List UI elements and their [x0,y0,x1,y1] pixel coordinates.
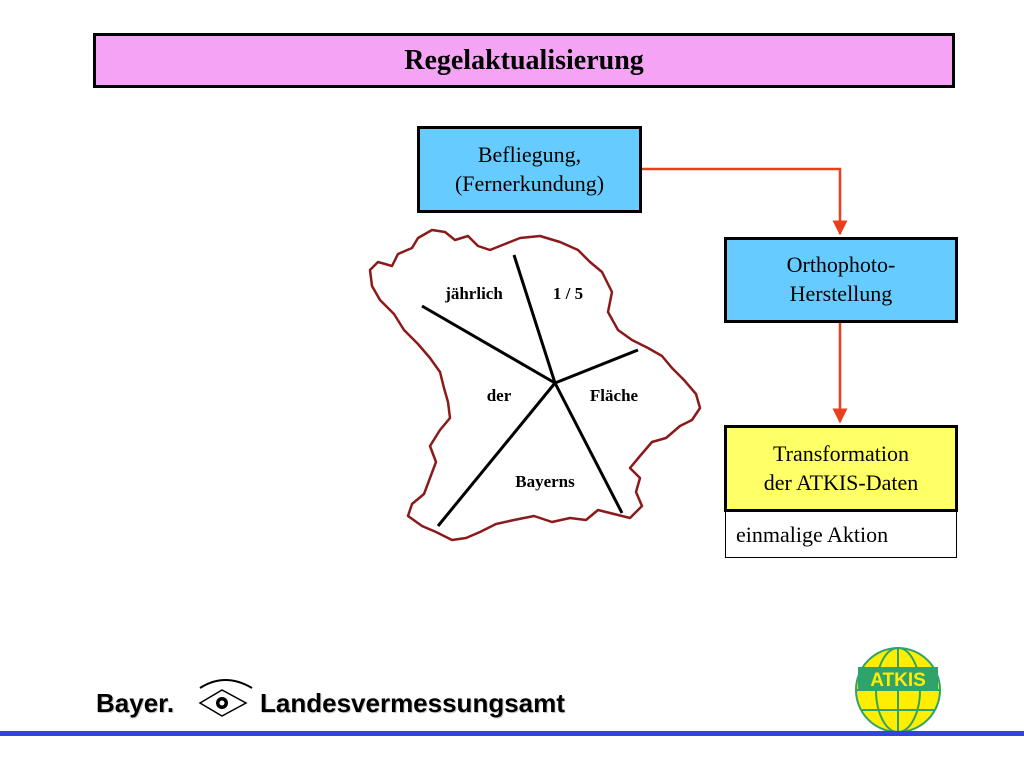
page-title: Regelaktualisierung [93,33,955,88]
sector-line-north [512,254,557,384]
befliegung-box: Befliegung, (Fernerkundung) [417,126,642,213]
note-label: einmalige Aktion [736,521,889,547]
footer-divider [0,731,1024,736]
footer-landesvermessungsamt: Landesvermessungsamt [260,688,565,718]
map-label-bayerns: Bayerns [515,472,575,491]
sector-line-east [554,348,639,385]
map-label-fraction: 1 / 5 [552,284,584,303]
lva-eye-logo [198,679,253,717]
atkis-logo: ATKIS [855,647,941,733]
arrow-befliegung-to-ortho [642,167,848,236]
atkis-logo-text: ATKIS [870,670,926,691]
orthophoto-label: Orthophoto- Herstellung [786,252,896,306]
sector-line-southeast [553,382,624,514]
transformation-label: Transformation der ATKIS-Daten [763,440,919,495]
sector-line-southwest [436,382,557,527]
map-sector-lines [421,254,639,527]
map-label-der: der [486,386,512,405]
page-title-text: Regelaktualisierung [404,44,644,76]
map-label-flaeche: Fläche [589,386,639,405]
orthophoto-box: Orthophoto- Herstellung [724,237,958,323]
footer-bayer: Bayer. [96,688,175,718]
map-label-jaehrlich: jährlich [445,284,503,303]
note-box: einmalige Aktion [725,512,957,558]
bavaria-map-outline [368,228,702,542]
befliegung-label: Befliegung, (Fernerkundung) [454,141,605,196]
sector-line-west [421,304,556,385]
transformation-box: Transformation der ATKIS-Daten [724,425,958,512]
